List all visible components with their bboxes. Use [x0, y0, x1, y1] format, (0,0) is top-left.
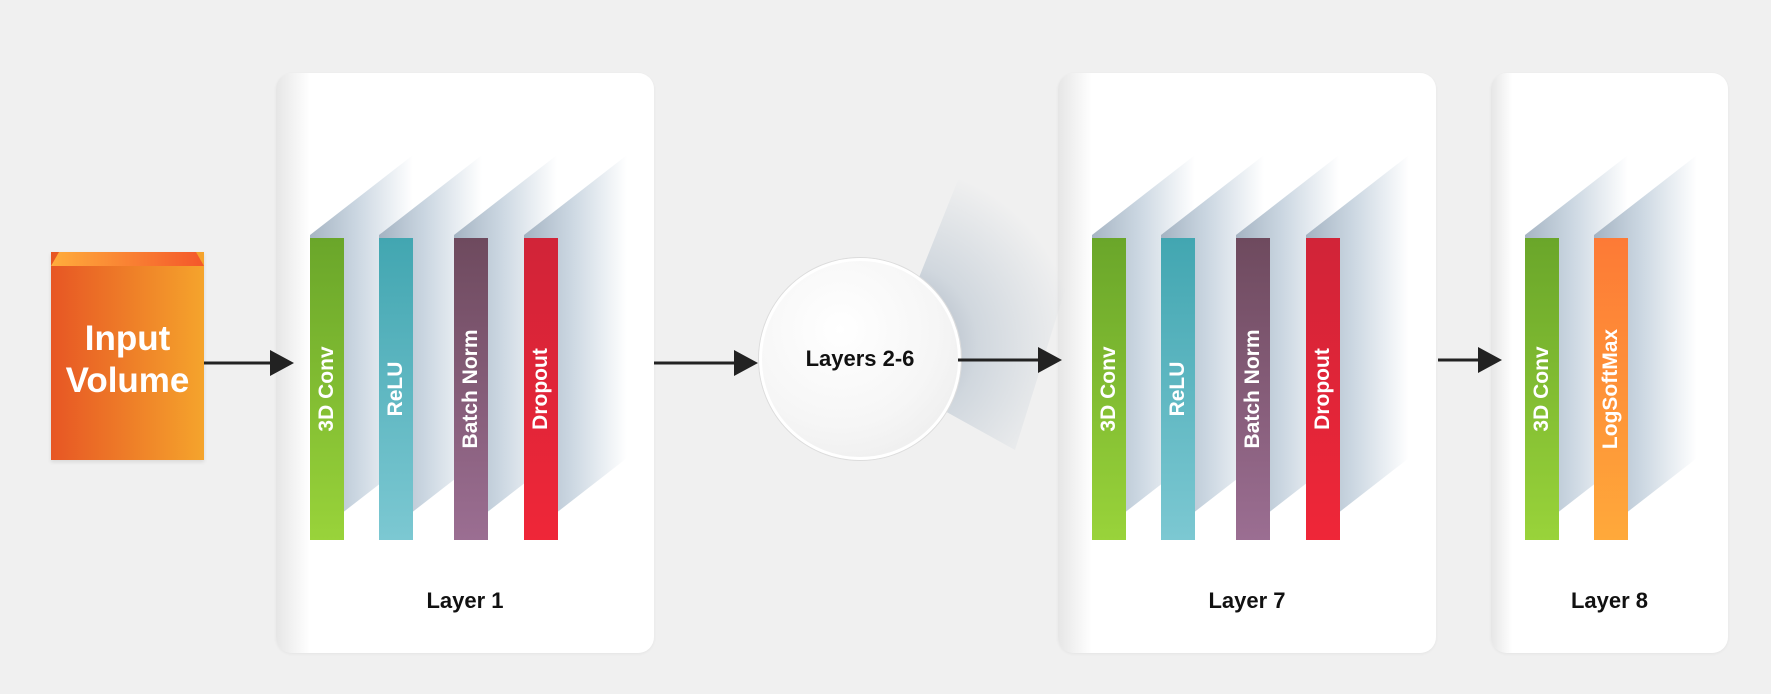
arrow-layer7-to-layer8: [1438, 347, 1502, 373]
block-batch-norm: Batch Norm: [454, 238, 488, 540]
layer-7-label: Layer 7: [1208, 588, 1286, 613]
block-3d-conv: 3D Conv: [1092, 238, 1126, 540]
block-dropout: Dropout: [1306, 238, 1340, 540]
input-volume-label: Input Volume: [65, 319, 190, 400]
layer-1-label: Layer 1: [426, 588, 504, 613]
layer-7-panel: 3D Conv ReLU Batch Norm Dropout Layer 7: [1058, 73, 1436, 653]
layer-8-panel: 3D Conv LogSoftMax Layer 8: [1491, 73, 1728, 653]
block-3d-conv: 3D Conv: [1525, 238, 1559, 540]
layers-2-6-label: Layers 2-6: [805, 346, 915, 371]
block-3d-conv: 3D Conv: [310, 238, 344, 540]
block-relu: ReLU: [379, 238, 413, 540]
block-logsoftmax: LogSoftMax: [1594, 238, 1628, 540]
input-volume-top-face: [51, 252, 204, 266]
arrow-input-to-layer1: [204, 350, 294, 376]
layers-2-6-circle: Layers 2-6: [759, 258, 961, 460]
arrow-layer1-to-circle: [654, 350, 758, 376]
layer-8-label: Layer 8: [1570, 588, 1649, 613]
block-batch-norm: Batch Norm: [1236, 238, 1270, 540]
block-dropout: Dropout: [524, 238, 558, 540]
block-relu: ReLU: [1161, 238, 1195, 540]
layer-1-panel: 3D Conv ReLU Batch Norm Dropout Layer 1: [276, 73, 654, 653]
input-volume-block: Input Volume: [51, 252, 204, 460]
arrow-circle-to-layer7: [958, 347, 1062, 373]
